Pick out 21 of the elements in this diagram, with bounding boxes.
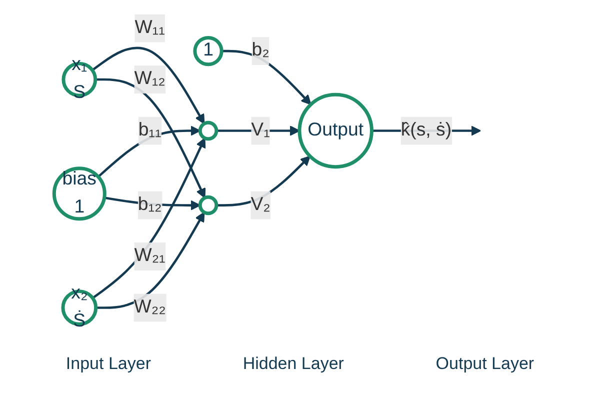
edge-label: W₂₁ <box>134 246 166 266</box>
layer-label: Hidden Layer <box>242 354 344 374</box>
arrow <box>96 212 205 309</box>
layer-label: Input Layer <box>66 354 151 374</box>
edge-label: b₁₂ <box>138 194 162 215</box>
edge-label: W₁₁ <box>134 18 165 38</box>
edge-label: V₂ <box>250 194 270 215</box>
arrow <box>92 46 205 124</box>
edge-label: W₁₂ <box>134 69 166 89</box>
node-circle <box>198 195 218 216</box>
edge-label: V₁ <box>251 120 270 140</box>
edge-label: k̂(s, ṡ) <box>400 120 452 140</box>
node-circle <box>198 120 218 141</box>
edge-label: b₂ <box>252 40 270 60</box>
node-circle: bias 1 <box>52 166 106 221</box>
node-circle: 1 <box>193 36 224 66</box>
node-circle: Output <box>298 92 374 169</box>
edge-label: W₂₂ <box>134 297 166 318</box>
layer-label: Output Layer <box>436 354 534 374</box>
edge-label: b₁₁ <box>138 120 162 140</box>
arrow <box>92 138 206 300</box>
